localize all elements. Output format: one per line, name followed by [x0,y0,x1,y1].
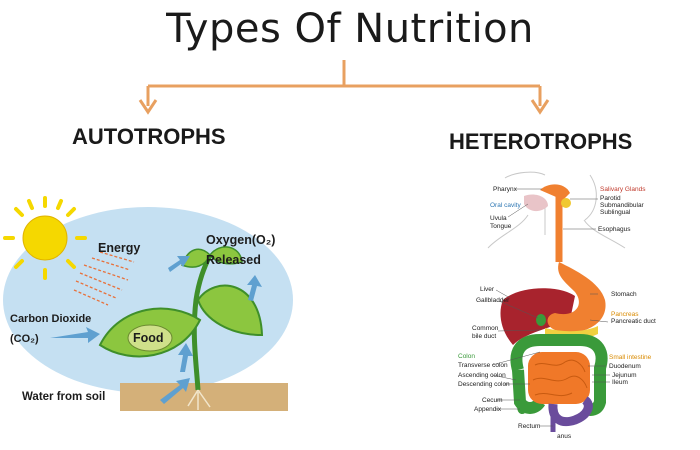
label-bile-duct: bile duct [472,333,496,340]
leaf-top-right [209,246,243,265]
label-pancreas: Pancreas [611,311,639,318]
label-colon: Colon [458,353,475,360]
food-label: Food [133,331,164,345]
roots [187,389,211,410]
label-common: Common [472,325,499,332]
photosynthesis-illustration: Energy Oxygen(O₂) Released Carbon Dioxid… [3,196,293,411]
label-gallbladder: Gallbladder [476,297,510,304]
intestine-loops [532,359,588,397]
arrowhead-right [530,99,550,115]
oxygen-label-line1: Oxygen(O₂) [206,233,275,247]
label-oral-cavity: Oral cavity [490,202,521,209]
energy-label: Energy [98,241,140,255]
water-arrow [160,378,190,404]
label-ileum: Ileum [612,379,628,386]
label-parotid: Parotid [600,195,621,202]
branch-connector [138,60,550,115]
heterotrophs-heading: HETEROTROPHS [449,129,633,154]
food-bubble [127,324,173,352]
oxygen-arrow-2 [247,275,262,301]
appendix [517,401,525,414]
co2-arrow [50,327,100,343]
digestive-system-illustration: Pharynx Salivary Glands Parotid Submandi… [458,171,656,440]
leader-lines [491,188,610,427]
label-salivary-glands: Salivary Glands [600,186,646,193]
oxygen-label-line2: Released [206,253,261,267]
label-duodenum: Duodenum [609,363,641,370]
label-rectum: Rectum [518,423,540,430]
tongue [524,194,548,212]
label-pharynx: Pharynx [493,186,518,193]
label-cecum: Cecum [482,397,503,404]
label-jejunum: Jejunum [612,372,637,379]
label-tongue: Tongue [490,223,512,230]
label-uvula: Uvula [490,215,507,222]
label-sublingual: Sublingual [600,209,631,216]
sunlight-rays [73,251,135,306]
water-label: Water from soil [22,391,105,403]
oxygen-arrow-1 [168,256,190,272]
label-small-intestine: Small intestine [609,354,652,361]
label-appendix: Appendix [474,406,502,413]
process-arrows [50,256,262,404]
label-pancreatic-duct: Pancreatic duct [611,318,656,325]
water-arrow-up [178,343,193,372]
sun-icon [3,196,87,280]
small-intestine [528,352,590,404]
gallbladder [536,314,546,326]
arrowhead-left [138,99,158,115]
stomach [547,262,606,333]
label-esophagus: Esophagus [598,226,631,233]
leaf-right [196,284,264,337]
label-submandibular: Submandibular [600,202,645,209]
salivary-gland [561,198,571,208]
pharynx [540,184,570,200]
body-outline [487,171,626,249]
plant-stem [191,253,213,391]
soil [120,383,288,411]
page-title: Types Of Nutrition [166,6,534,52]
label-liver: Liver [480,286,495,293]
label-anus: anus [557,433,572,440]
label-transverse-colon: Transverse colon [458,362,508,369]
label-ascending-colon: Ascending colon [458,372,506,379]
label-stomach: Stomach [611,291,637,298]
colon [510,334,608,416]
co2-label-line1: Carbon Dioxide [10,313,91,325]
co2-label-line2: (CO₂) [10,333,39,345]
autotrophs-heading: AUTOTROPHS [72,124,226,149]
label-descending-colon: Descending colon [458,381,510,388]
